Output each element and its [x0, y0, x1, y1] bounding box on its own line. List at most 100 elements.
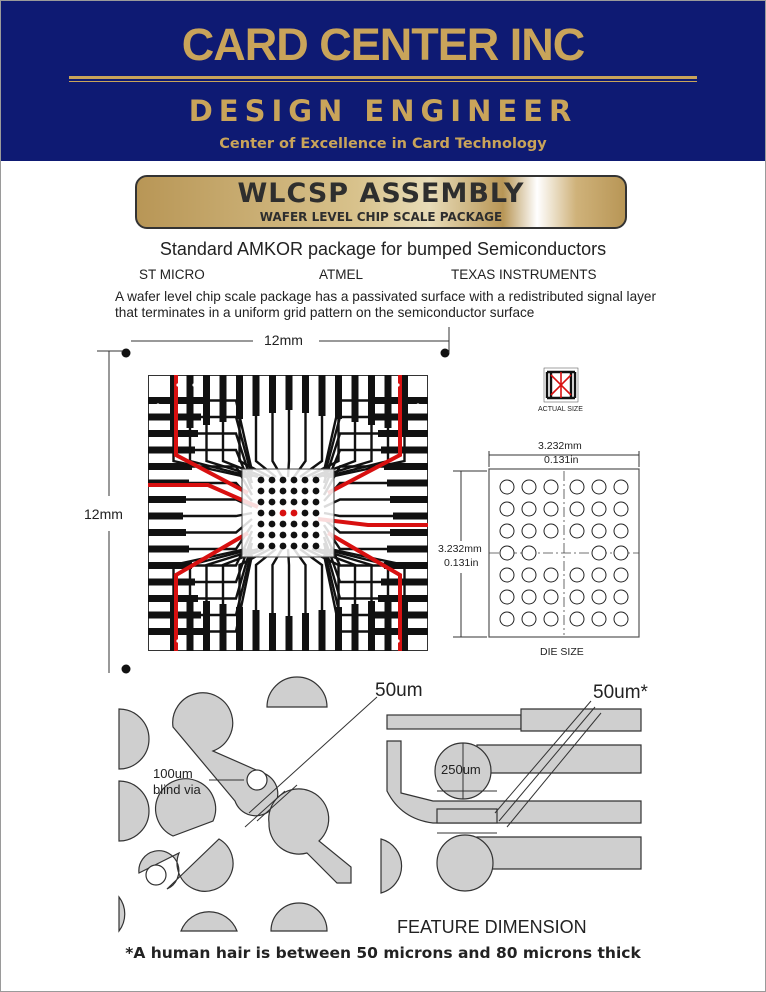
die-bump — [312, 542, 320, 550]
lead-right — [390, 496, 428, 503]
solder-ball — [569, 501, 585, 517]
die-bump — [290, 531, 298, 539]
company-name: CARD CENTER INC — [181, 19, 586, 70]
die-bump — [268, 542, 276, 550]
solder-ball — [591, 523, 607, 539]
die-bump — [279, 487, 287, 495]
trace-bottom — [172, 547, 247, 595]
lead-right — [387, 545, 428, 553]
solder-ball — [591, 501, 607, 517]
header-rule — [69, 76, 697, 79]
solder-ball — [499, 545, 515, 561]
trace-highlight — [174, 531, 250, 651]
trace-highlight — [174, 375, 249, 495]
pin-marker — [396, 383, 400, 387]
lead-top — [269, 375, 276, 413]
pin-marker — [416, 403, 420, 407]
die-size-caption: DIE SIZE — [540, 646, 584, 658]
lead-right — [393, 512, 428, 520]
solder-ball — [521, 611, 537, 627]
lead-bottom — [335, 607, 342, 651]
die-bump — [268, 531, 276, 539]
lead-top — [170, 375, 177, 431]
solder-ball — [543, 589, 559, 605]
die-bump — [268, 498, 276, 506]
via-type-label: blind via — [153, 782, 201, 797]
solder-ball — [521, 501, 537, 517]
trace-top — [172, 431, 247, 479]
lead-left — [148, 562, 192, 569]
lead-left — [148, 463, 192, 470]
solder-ball — [543, 567, 559, 583]
lead-bottom — [186, 598, 194, 651]
lead-top — [302, 375, 309, 413]
lead-right — [387, 479, 428, 487]
die-bump — [301, 476, 309, 484]
trace-highlight — [326, 531, 402, 651]
trace-width-label: 50um* — [593, 682, 648, 703]
trace-highlight — [317, 517, 428, 527]
feature-dimension-diagram — [118, 676, 642, 933]
header-band: CARD CENTER INC DESIGN ENGINEER Center o… — [1, 1, 765, 161]
solder-ball — [499, 589, 515, 605]
solder-ball — [569, 523, 585, 539]
lead-top — [318, 375, 326, 416]
die-bump — [257, 531, 265, 539]
solder-ball — [521, 567, 537, 583]
trace-top — [317, 425, 373, 479]
solder-ball — [521, 523, 537, 539]
pin-marker — [396, 639, 400, 643]
actual-size-label: ACTUAL SIZE — [538, 406, 583, 413]
pitch-label: 50um — [375, 680, 423, 701]
solder-ball — [499, 523, 515, 539]
lead-bottom — [269, 613, 276, 651]
solder-ball — [521, 479, 537, 495]
die-bump — [257, 520, 265, 528]
die-outline — [241, 468, 335, 558]
die-bump — [301, 542, 309, 550]
lead-bottom — [170, 595, 177, 651]
trace-top — [205, 425, 259, 479]
pin-marker — [156, 403, 160, 407]
solder-ball — [591, 611, 607, 627]
feature-caption: FEATURE DIMENSION — [397, 917, 587, 937]
solder-ball — [591, 567, 607, 583]
die-bump — [290, 509, 298, 517]
pin-marker — [192, 383, 196, 387]
trace-top — [329, 431, 406, 479]
vendor-st-micro: ST MICRO — [139, 267, 205, 282]
solder-ball — [499, 501, 515, 517]
die-bump — [279, 520, 287, 528]
solder-ball — [613, 545, 629, 561]
lead-top — [285, 375, 293, 410]
lead-right — [384, 463, 428, 470]
pad-diameter-label: 250um — [441, 762, 481, 777]
lead-top — [236, 375, 243, 419]
lead-bottom — [219, 604, 227, 651]
die-bump — [279, 476, 287, 484]
solder-ball — [499, 611, 515, 627]
header-rule-thin — [69, 81, 697, 82]
intro-headline: Standard AMKOR package for bumped Semico… — [159, 239, 607, 259]
lead-top — [335, 375, 342, 419]
solder-ball — [521, 545, 537, 561]
die-bump — [301, 509, 309, 517]
solder-ball — [591, 589, 607, 605]
solder-ball — [613, 501, 629, 517]
lead-right — [384, 562, 428, 569]
trace-bottom — [329, 547, 406, 595]
solder-ball — [569, 567, 585, 583]
intro-description: A wafer level chip scale package has a p… — [115, 289, 657, 320]
die-bump — [312, 498, 320, 506]
lead-left — [148, 578, 195, 586]
die-bump — [279, 542, 287, 550]
section-banner: WLCSP ASSEMBLY WAFER LEVEL CHIP SCALE PA… — [135, 175, 627, 229]
job-title: DESIGN ENGINEER — [188, 94, 578, 128]
die-bump — [301, 498, 309, 506]
solder-ball — [613, 611, 629, 627]
solder-ball — [543, 479, 559, 495]
trace-bottom — [317, 547, 373, 601]
die-bump — [257, 509, 265, 517]
lead-bottom — [401, 595, 408, 651]
